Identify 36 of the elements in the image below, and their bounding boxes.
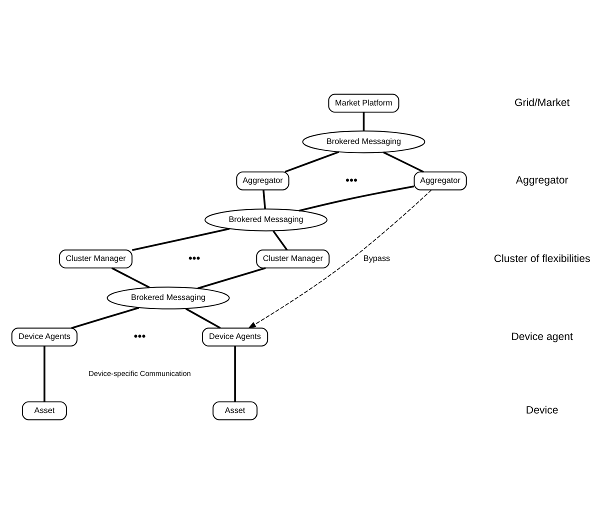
label: Device-specific Communication — [88, 368, 191, 378]
edge-label: Bypass — [363, 254, 390, 264]
label: ••• — [188, 252, 200, 265]
label: Device agent — [511, 330, 573, 343]
label: Cluster of flexibilities — [494, 252, 590, 265]
label: Grid/Market — [514, 96, 570, 109]
node-box: Market Platform — [328, 94, 400, 113]
connector — [111, 267, 150, 288]
connector — [44, 346, 46, 402]
node-box: Asset — [22, 401, 67, 420]
connector — [71, 306, 140, 329]
node-box: Asset — [212, 401, 258, 420]
arrow — [248, 190, 432, 329]
node-ellipse: Brokered Messaging — [204, 208, 328, 232]
node-box: Device Agents — [202, 328, 268, 347]
connector — [262, 190, 266, 210]
node-box: Cluster Manager — [256, 250, 330, 268]
connector — [298, 185, 414, 212]
connector — [132, 228, 230, 252]
label: ••• — [134, 331, 146, 344]
node-ellipse: Brokered Messaging — [106, 286, 230, 310]
node-ellipse: Brokered Messaging — [302, 130, 426, 154]
label: Aggregator — [516, 174, 568, 187]
connector — [284, 151, 340, 173]
connector — [197, 267, 266, 290]
node-box: Device Agents — [11, 328, 78, 347]
connector — [272, 230, 288, 250]
connector — [383, 152, 424, 173]
label: ••• — [346, 174, 358, 187]
label: Device — [526, 404, 558, 417]
node-box: Aggregator — [236, 171, 290, 190]
connector — [185, 308, 221, 329]
connector — [362, 112, 365, 131]
node-box: Cluster Manager — [59, 250, 132, 268]
node-box: Aggregator — [414, 171, 467, 190]
connector — [234, 346, 236, 402]
